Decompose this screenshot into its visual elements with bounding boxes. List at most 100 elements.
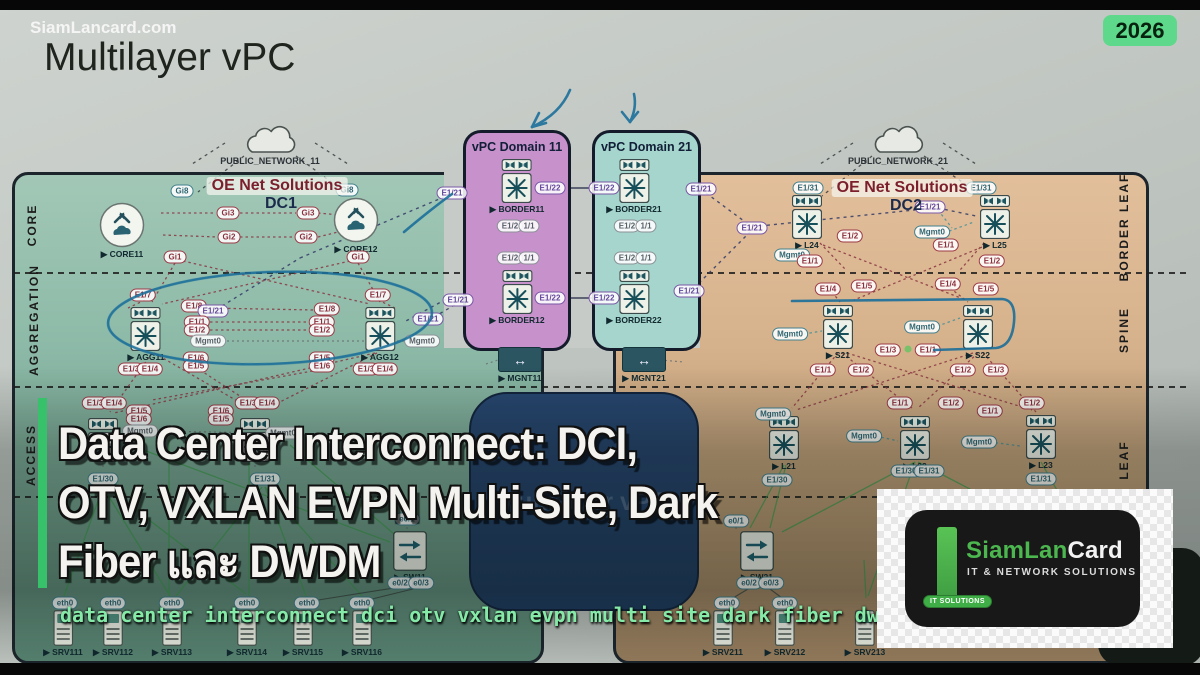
port-label: e0/1 xyxy=(723,514,749,528)
navy-box-watermark: Multilayer vPC xyxy=(496,488,669,516)
caption-accent-bar xyxy=(38,398,47,588)
cloud-PUBLIC_NETWORK_11: PUBLIC_NETWORK_11 xyxy=(220,124,320,166)
year-badge: 2026 xyxy=(1103,15,1177,46)
port-label: E1/21 xyxy=(673,284,705,298)
port-label: E1/5 xyxy=(182,359,210,373)
dc2-org-title: OE Net Solutions xyxy=(831,179,973,197)
zone-label-access: ACCESS xyxy=(24,423,38,487)
node-L24: ▶ L24 xyxy=(792,195,822,251)
node-AGG12: ▶ AGG12 xyxy=(361,307,399,363)
port-label: E1/22 xyxy=(588,291,620,305)
caption-line-2: OTV, VXLAN EVPN Multi-Site, Dark xyxy=(58,477,718,528)
zone-label-border-leaf: BORDER LEAF xyxy=(1117,172,1131,282)
port-label: E1/5 xyxy=(972,282,1000,296)
port-label: Gi1 xyxy=(163,250,187,264)
port-label: E1/3 xyxy=(982,363,1010,377)
port-label: 1/1 xyxy=(518,219,540,233)
port-label: E1/2 xyxy=(978,254,1006,268)
port-label: E1/31 xyxy=(913,464,945,478)
port-label: e0/1 xyxy=(394,512,420,526)
caption-block: Data Center Interconnect: DCI, OTV, VXLA… xyxy=(58,414,718,591)
node-label: ▶ S22 xyxy=(965,350,991,360)
node-SRV112: ▶ SRV112 xyxy=(93,610,133,658)
port-label: E1/1 xyxy=(886,396,914,410)
port-label: E1/4 xyxy=(814,282,842,296)
node-MGNT11: ↔▶ MGNT11 xyxy=(498,347,542,384)
slide-title: Multilayer vPC xyxy=(44,36,296,79)
port-label: E1/4 xyxy=(100,396,128,410)
node-MGNT21: ↔▶ MGNT21 xyxy=(622,347,666,384)
port-label: E1/21 xyxy=(412,312,444,326)
port-label: Gi2 xyxy=(217,230,241,244)
node-label: ▶ SRV114 xyxy=(227,647,267,657)
port-label: E1/1 xyxy=(914,343,942,357)
node-S22: ▶ S22 xyxy=(963,305,993,361)
port-label: 1/1 xyxy=(518,251,540,265)
vpc-domain-title: vPC Domain 11 xyxy=(471,140,563,154)
port-label: e0/3 xyxy=(758,576,784,590)
node-AGG11: ▶ AGG11 xyxy=(128,307,164,363)
port-label: E1/30 xyxy=(761,473,793,487)
node-BORDER21: ▶ BORDER21 xyxy=(606,159,662,215)
port-label: Gi2 xyxy=(294,230,318,244)
node-SRV211: ▶ SRV211 xyxy=(703,610,743,658)
navy-overlay-box xyxy=(469,392,699,611)
mgnt-icon: ↔ xyxy=(498,347,542,372)
node-label: PUBLIC_NETWORK_11 xyxy=(220,156,320,166)
port-label: eth0 xyxy=(51,596,79,610)
node-SRV114: ▶ SRV114 xyxy=(227,610,267,658)
node-SRV212: ▶ SRV212 xyxy=(765,610,805,658)
zone-label-core: CORE xyxy=(25,203,39,247)
port-label: E1/4 xyxy=(371,362,399,376)
node-CORE11: ▶ CORE11 xyxy=(99,202,145,260)
logo-brand-white: Card xyxy=(1067,537,1123,564)
dc1-name: DC1 xyxy=(264,195,298,212)
port-label: E1/2 xyxy=(937,396,965,410)
port-label: E1/8 xyxy=(313,302,341,316)
node-label: ▶ SRV113 xyxy=(152,647,192,657)
port-label: eth0 xyxy=(233,596,261,610)
node-label: PUBLIC_NETWORK_21 xyxy=(847,156,949,166)
letterbox-bottom xyxy=(0,663,1200,675)
port-label: E1/31 xyxy=(1025,472,1057,486)
port-label: E1/1 xyxy=(796,254,824,268)
port-label: Mgmt0 xyxy=(265,426,301,440)
port-label: E1/2 xyxy=(1018,396,1046,410)
node-label: ▶ BORDER11 xyxy=(489,204,545,214)
port-label: E1/22 xyxy=(534,181,566,195)
port-label: Mgmt0 xyxy=(961,435,997,449)
node-label: ▶ BORDER22 xyxy=(606,315,662,325)
node-label: ▶ CORE11 xyxy=(100,249,144,259)
mgnt-icon: ↔ xyxy=(622,347,666,372)
port-label: Mgmt0 xyxy=(190,334,226,348)
node-SRV111: ▶ SRV111 xyxy=(43,610,83,658)
node-SRV113: ▶ SRV113 xyxy=(152,610,192,658)
port-label: E1/1 xyxy=(976,404,1004,418)
caption-line-3: Fiber และ DWDM xyxy=(58,536,381,587)
port-label: E1/22 xyxy=(534,291,566,305)
port-label: Mgmt0 xyxy=(755,407,791,421)
port-label: Mgmt0 xyxy=(914,225,950,239)
port-label: Mgmt0 xyxy=(404,334,440,348)
node-label: ▶ SRV213 xyxy=(844,647,886,657)
port-label: 1/1 xyxy=(635,251,657,265)
zone-label-spine: SPINE xyxy=(1117,306,1131,354)
port-label: E1/4 xyxy=(253,396,281,410)
port-label: E1/21 xyxy=(685,182,717,196)
node-SRV115: ▶ SRV115 xyxy=(283,610,323,658)
node-label: ▶ S21 xyxy=(825,350,851,360)
port-label: E1/2 xyxy=(847,363,875,377)
port-label: E1/22 xyxy=(588,181,620,195)
node-L23: ▶ L23 xyxy=(1026,415,1056,471)
port-label: E1/4 xyxy=(934,277,962,291)
vpc-domain-title: vPC Domain 21 xyxy=(600,140,692,154)
node-L25: ▶ L25 xyxy=(980,195,1010,251)
site-watermark: SiamLancard.com xyxy=(30,18,177,37)
node-label: ▶ SRV112 xyxy=(93,647,133,657)
logo-tagline: IT & NETWORK SOLUTIONS xyxy=(967,567,1137,578)
port-label: Gi8 xyxy=(170,184,194,198)
node-CORE12: ▶ CORE12 xyxy=(333,197,379,255)
logo-green-bar xyxy=(937,527,957,599)
port-label: E1/30 xyxy=(87,472,119,486)
